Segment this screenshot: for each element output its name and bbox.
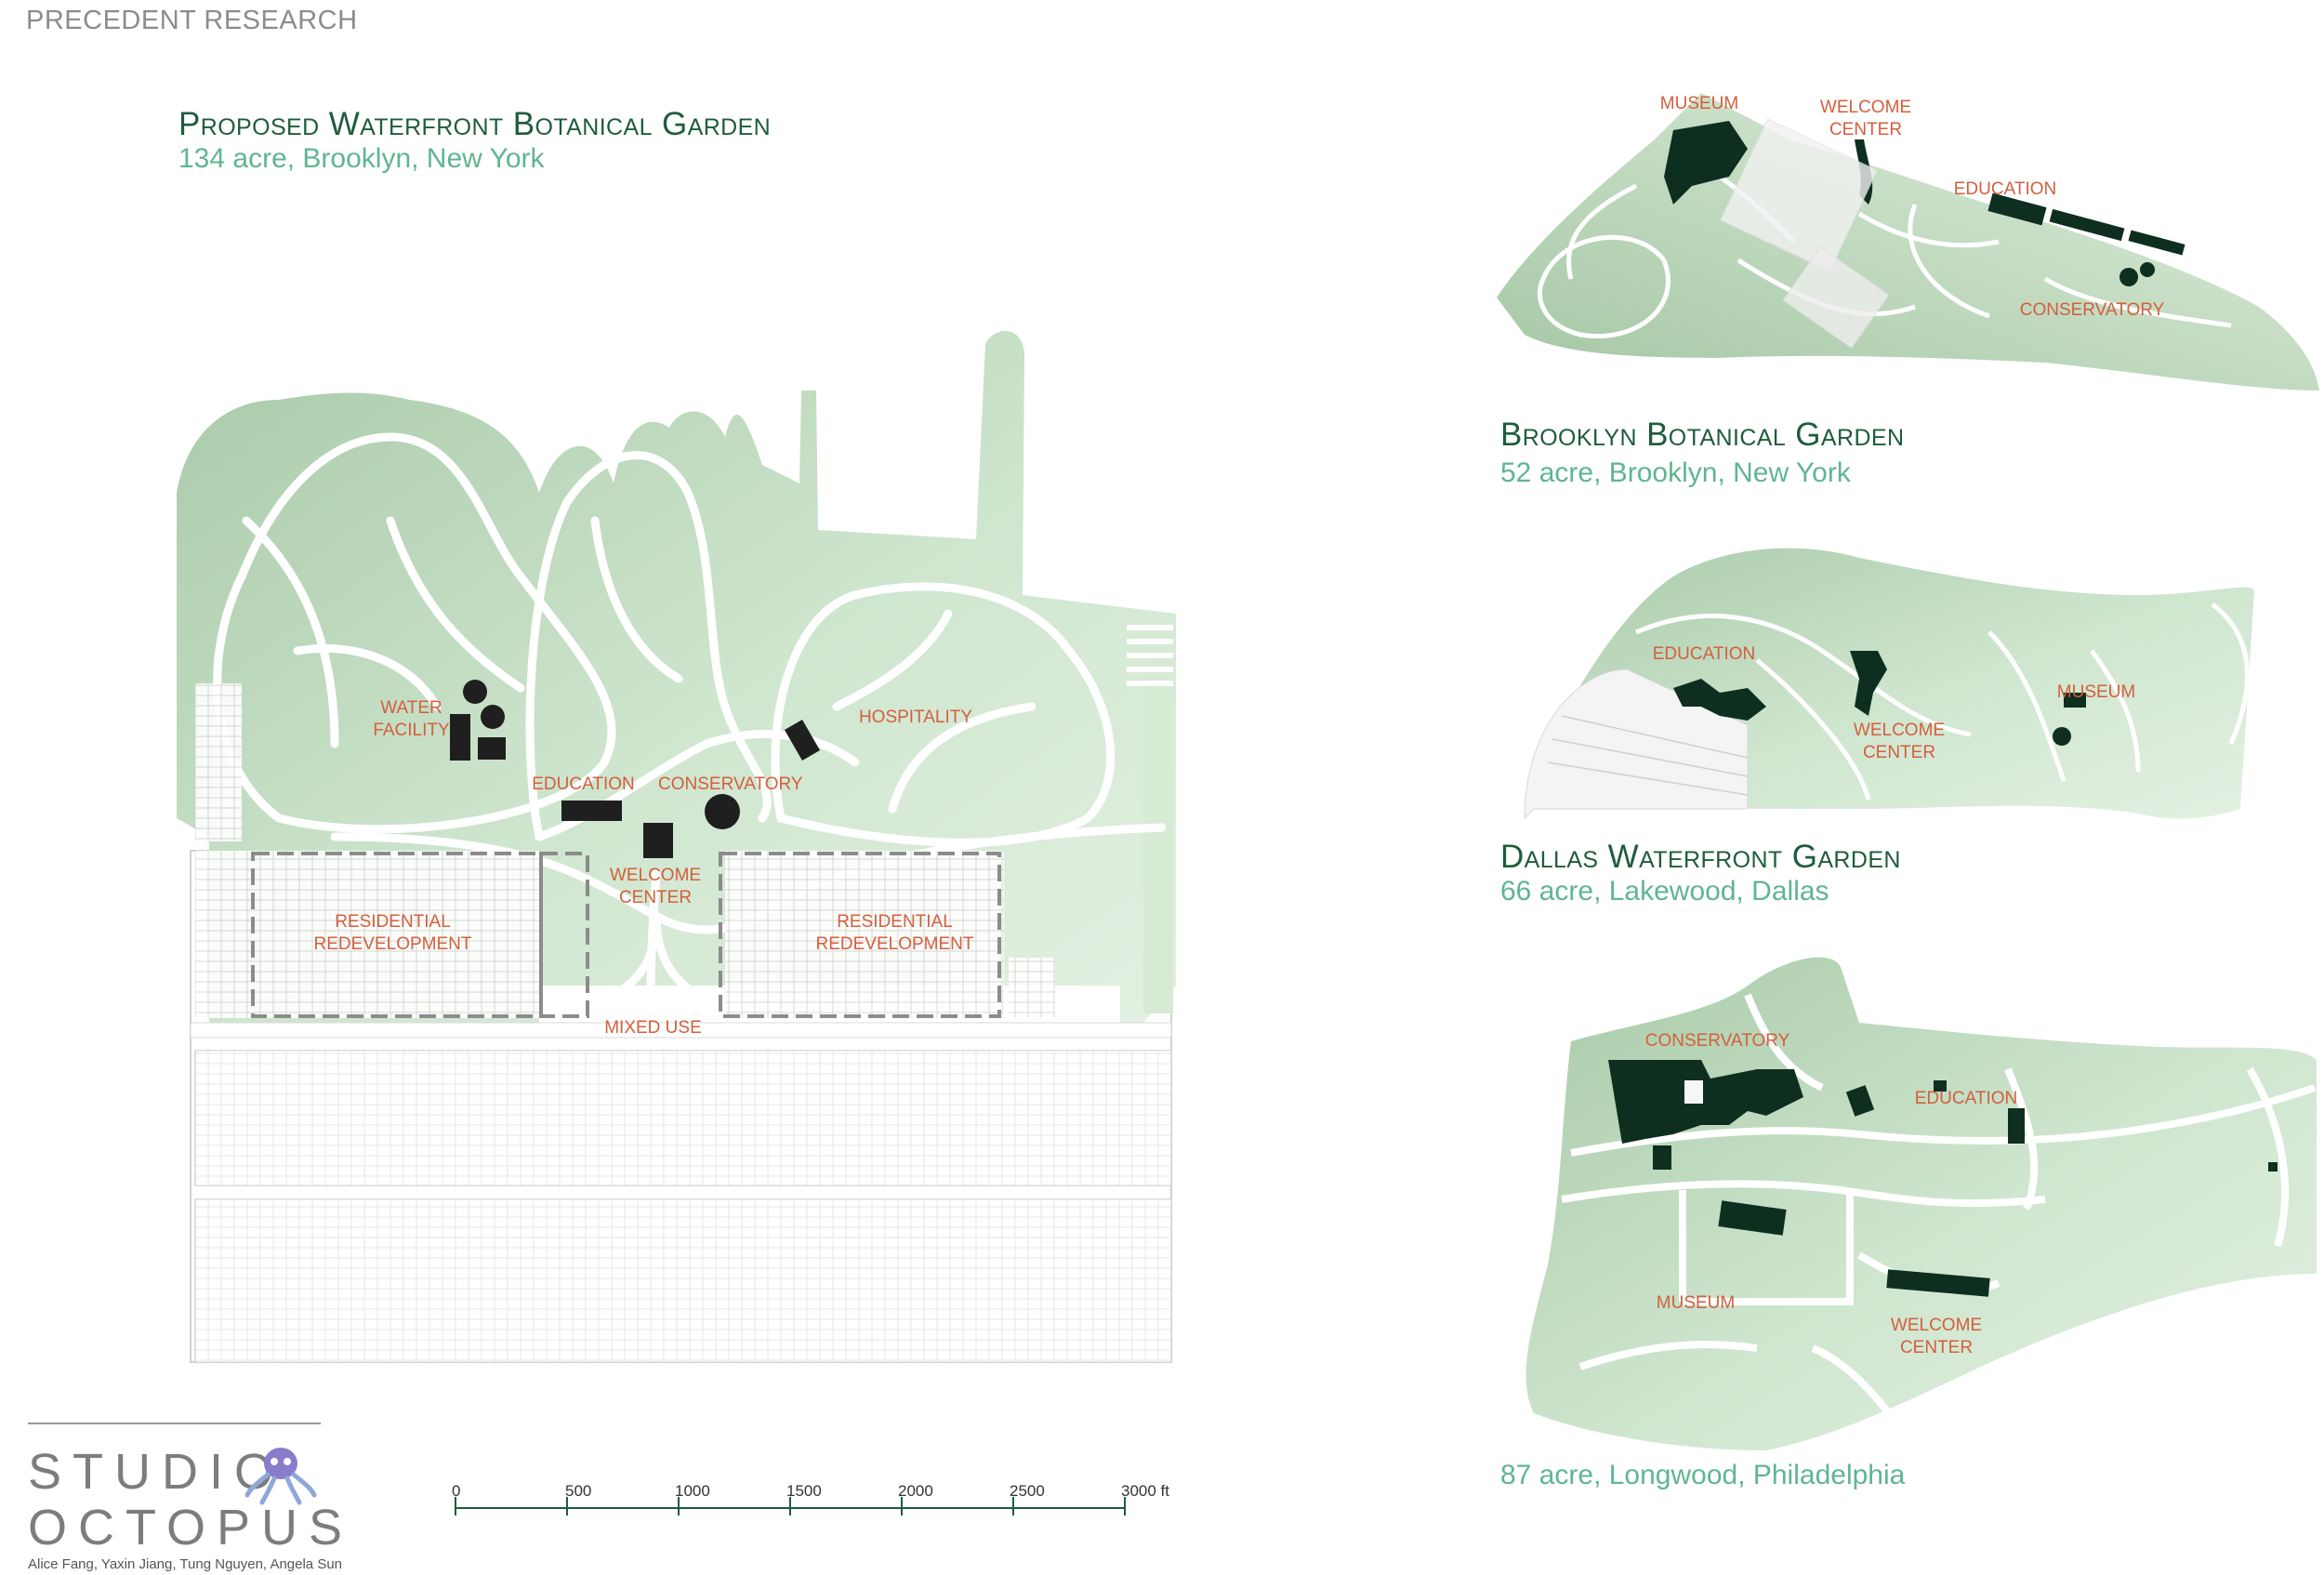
branding-rule [28, 1423, 321, 1424]
dallas-label-welcome: WELCOME CENTER [1853, 721, 1946, 762]
brooklyn-label-education: EDUCATION [1953, 179, 2057, 199]
label-residential-left: RESIDENTIAL REDEVELOPMENT [313, 912, 472, 954]
brooklyn-label-welcome: WELCOME CENTER [1819, 98, 1912, 139]
longwood-subtitle: 87 acre, Longwood, Philadelphia [1500, 1460, 1906, 1490]
scale-tick-2500: 2500 [1010, 1482, 1045, 1500]
main-plan-subtitle: 134 acre, Brooklyn, New York [178, 143, 545, 174]
label-conservatory: CONSERVATORY [658, 774, 803, 794]
longwood-label-conservatory: CONSERVATORY [1644, 1031, 1790, 1051]
main-plan-title: Proposed Waterfront Botanical Garden [178, 106, 772, 142]
scale-tick-2000: 2000 [898, 1482, 933, 1500]
scale-bar [455, 1497, 1126, 1515]
label-hospitality: HOSPITALITY [858, 708, 973, 727]
longwood-label-welcome: WELCOME CENTER [1890, 1316, 1983, 1357]
brooklyn-title: Brooklyn Botanical Garden [1500, 417, 1905, 453]
scale-tick-0: 0 [452, 1482, 461, 1500]
label-education: EDUCATION [532, 774, 635, 794]
brand-line-1: STUDIO [28, 1444, 285, 1500]
brooklyn-label-museum: MUSEUM [1659, 94, 1739, 113]
page-header: PRECEDENT RESEARCH [26, 6, 358, 35]
main-buildings [450, 680, 821, 858]
octopus-icon [244, 1448, 317, 1505]
scale-tick-500: 500 [565, 1482, 592, 1500]
scale-tick-3000: 3000 ft [1121, 1482, 1169, 1500]
authors: Alice Fang, Yaxin Jiang, Tung Nguyen, An… [28, 1556, 343, 1572]
longwood-label-museum: MUSEUM [1656, 1293, 1736, 1313]
dallas-label-education: EDUCATION [1652, 644, 1756, 664]
label-residential-right: RESIDENTIAL REDEVELOPMENT [815, 912, 974, 954]
scale-tick-1500: 1500 [786, 1482, 822, 1500]
brooklyn-label-conservatory: CONSERVATORY [2019, 300, 2165, 320]
dallas-label-museum: MUSEUM [2056, 682, 2136, 702]
dallas-title: Dallas Waterfront Garden [1500, 839, 1901, 875]
label-water-facility: WATER FACILITY [373, 698, 450, 740]
label-mixed-use: MIXED USE [604, 1018, 702, 1038]
brooklyn-subtitle: 52 acre, Brooklyn, New York [1500, 457, 1851, 488]
brand-line-2: OCTOPUS [28, 1500, 354, 1555]
dallas-subtitle: 66 acre, Lakewood, Dallas [1500, 876, 1829, 907]
longwood-label-education: EDUCATION [1914, 1089, 2018, 1108]
scale-tick-1000: 1000 [675, 1482, 710, 1500]
label-welcome-center: WELCOME CENTER [609, 866, 702, 907]
